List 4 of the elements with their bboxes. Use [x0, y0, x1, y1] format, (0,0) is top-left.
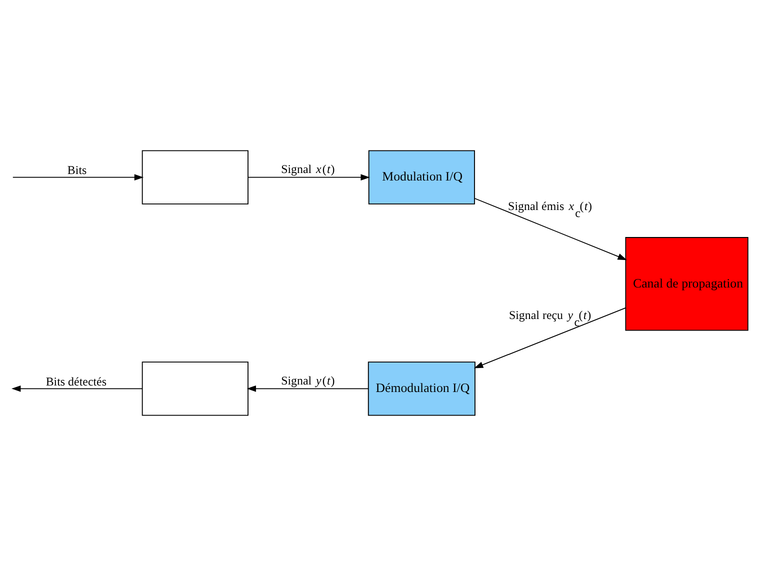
edge-label: Signal y(t) — [281, 372, 335, 387]
edge-label: Signal x(t) — [281, 162, 335, 176]
edge-label: Bits — [67, 162, 87, 177]
edge-label: Bits détectés — [46, 374, 107, 388]
